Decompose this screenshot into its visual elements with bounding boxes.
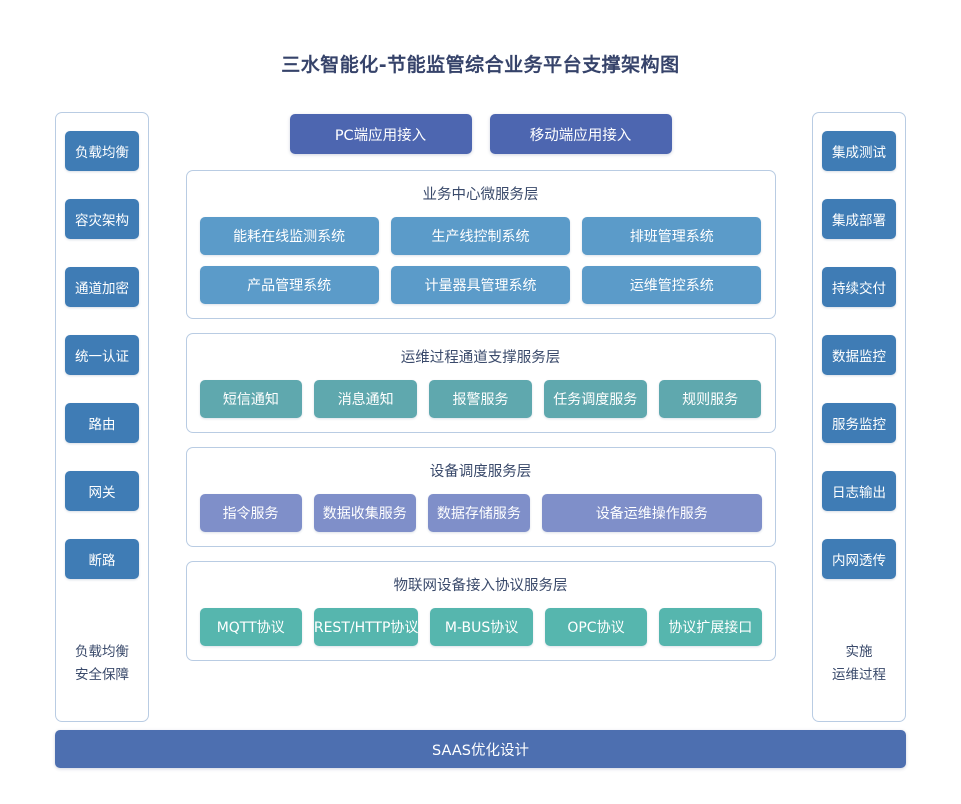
access-button-pc[interactable]: PC端应用接入	[289, 114, 472, 154]
chip-production-line-control[interactable]: 生产线控制系统	[390, 217, 571, 255]
access-button-mobile[interactable]: 移动端应用接入	[489, 114, 672, 154]
right-sidebar: 集成测试 集成部署 持续交付 数据监控 服务监控 日志输出 内网透传 实施 运维…	[812, 112, 906, 722]
left-sidebar-note-line1: 负载均衡	[75, 644, 129, 660]
chip-message-notification[interactable]: 消息通知	[314, 380, 418, 418]
sidebar-item-load-balance[interactable]: 负载均衡	[65, 131, 139, 171]
left-sidebar: 负载均衡 容灾架构 通道加密 统一认证 路由 网关 断路 负载均衡 安全保障	[55, 112, 149, 722]
application-access-row: PC端应用接入 移动端应用接入	[289, 114, 672, 154]
chip-product-management[interactable]: 产品管理系统	[199, 266, 379, 304]
layer-row: 产品管理系统 计量器具管理系统 运维管控系统	[199, 266, 762, 304]
page-title: 三水智能化-节能监管综合业务平台支撑架构图	[281, 54, 680, 76]
layer-row: 短信通知 消息通知 报警服务 任务调度服务 规则服务	[199, 380, 762, 418]
chip-mqtt-protocol[interactable]: MQTT协议	[199, 608, 302, 646]
saas-optimization-bar[interactable]: SAAS优化设计	[55, 730, 906, 768]
sidebar-item-gateway[interactable]: 网关	[65, 471, 139, 511]
chip-alarm-service[interactable]: 报警服务	[429, 380, 532, 418]
right-sidebar-note: 实施 运维过程	[832, 641, 886, 707]
right-sidebar-note-line2: 运维过程	[832, 667, 886, 683]
chip-sms-notification[interactable]: 短信通知	[199, 380, 303, 418]
sidebar-item-service-monitoring[interactable]: 服务监控	[822, 403, 896, 443]
chip-shift-management[interactable]: 排班管理系统	[582, 217, 762, 255]
sidebar-item-data-monitoring[interactable]: 数据监控	[822, 335, 896, 375]
sidebar-item-unified-auth[interactable]: 统一认证	[65, 335, 139, 375]
layer-row: 指令服务 数据收集服务 数据存储服务 设备运维操作服务	[199, 494, 762, 532]
chip-mbus-protocol[interactable]: M-BUS协议	[430, 608, 533, 646]
chip-ops-control[interactable]: 运维管控系统	[582, 266, 762, 304]
layer-row: 能耗在线监测系统 生产线控制系统 排班管理系统	[199, 217, 762, 255]
layer-title-iot-protocol-access: 物联网设备接入协议服务层	[393, 578, 568, 594]
chip-data-storage-service[interactable]: 数据存储服务	[427, 494, 530, 532]
chip-data-collection-service[interactable]: 数据收集服务	[313, 494, 416, 532]
layer-row: MQTT协议 REST/HTTP协议 M-BUS协议 OPC协议 协议扩展接口	[199, 608, 762, 646]
chip-rule-service[interactable]: 规则服务	[658, 380, 762, 418]
chip-energy-monitoring[interactable]: 能耗在线监测系统	[199, 217, 379, 255]
right-sidebar-note-line1: 实施	[845, 644, 873, 660]
chip-metering-device-management[interactable]: 计量器具管理系统	[390, 266, 571, 304]
sidebar-item-circuit-breaker[interactable]: 断路	[65, 539, 139, 579]
layer-title-business-center: 业务中心微服务层	[422, 187, 539, 203]
diagram-frame: 负载均衡 容灾架构 通道加密 统一认证 路由 网关 断路 负载均衡 安全保障 P…	[55, 112, 906, 722]
layer-ops-channel-support: 运维过程通道支撑服务层 短信通知 消息通知 报警服务 任务调度服务 规则服务	[185, 333, 776, 433]
chip-command-service[interactable]: 指令服务	[199, 494, 302, 532]
layer-business-center: 业务中心微服务层 能耗在线监测系统 生产线控制系统 排班管理系统 产品管理系统 …	[185, 170, 776, 319]
chip-opc-protocol[interactable]: OPC协议	[544, 608, 648, 646]
sidebar-item-channel-encryption[interactable]: 通道加密	[65, 267, 139, 307]
sidebar-item-continuous-delivery[interactable]: 持续交付	[822, 267, 896, 307]
chip-task-scheduling-service[interactable]: 任务调度服务	[543, 380, 647, 418]
left-sidebar-note-line2: 安全保障	[75, 667, 129, 683]
layer-device-scheduling: 设备调度服务层 指令服务 数据收集服务 数据存储服务 设备运维操作服务	[185, 447, 776, 547]
sidebar-item-integration-test[interactable]: 集成测试	[822, 131, 896, 171]
chip-device-ops-operation-service[interactable]: 设备运维操作服务	[541, 494, 762, 532]
chip-rest-http-protocol[interactable]: REST/HTTP协议	[313, 608, 419, 646]
sidebar-item-routing[interactable]: 路由	[65, 403, 139, 443]
chip-protocol-extension-interface[interactable]: 协议扩展接口	[659, 608, 762, 646]
left-sidebar-note: 负载均衡 安全保障	[75, 641, 129, 707]
layer-title-ops-channel-support: 运维过程通道支撑服务层	[400, 350, 561, 366]
sidebar-item-log-output[interactable]: 日志输出	[822, 471, 896, 511]
center-column: PC端应用接入 移动端应用接入 业务中心微服务层 能耗在线监测系统 生产线控制系…	[161, 112, 801, 722]
layer-iot-protocol-access: 物联网设备接入协议服务层 MQTT协议 REST/HTTP协议 M-BUS协议 …	[185, 561, 776, 661]
sidebar-item-integration-deploy[interactable]: 集成部署	[822, 199, 896, 239]
layer-title-device-scheduling: 设备调度服务层	[429, 464, 532, 480]
sidebar-item-disaster-recovery[interactable]: 容灾架构	[65, 199, 139, 239]
sidebar-item-intranet-passthrough[interactable]: 内网透传	[822, 539, 896, 579]
